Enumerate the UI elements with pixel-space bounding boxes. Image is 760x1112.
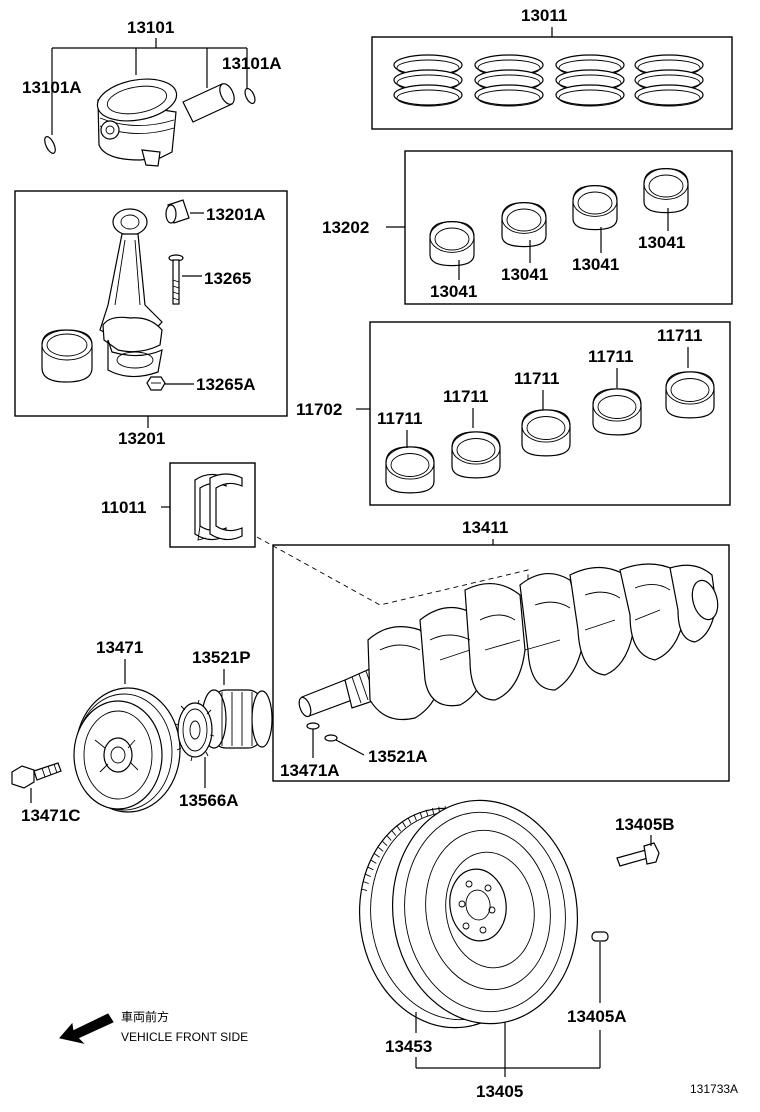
label-oil-pump-gear[interactable]: 13521P <box>192 648 251 667</box>
direction-english: VEHICLE FRONT SIDE <box>121 1030 248 1044</box>
label-main-bearing-1[interactable]: 11711 <box>377 409 422 428</box>
label-piston-set[interactable]: 13101 <box>127 18 174 37</box>
label-rod-bearing-1[interactable]: 13041 <box>430 282 477 301</box>
pulley-bolt[interactable] <box>11 762 62 789</box>
rod-bearing-1[interactable] <box>429 220 475 267</box>
thrust-washer-box <box>169 462 256 548</box>
label-flywheel-bolt[interactable]: 13405B <box>615 815 675 834</box>
label-main-bearing-2[interactable]: 11711 <box>443 387 488 406</box>
rod-bearing-4[interactable] <box>643 167 689 214</box>
timing-gear[interactable] <box>174 699 215 762</box>
vehicle-front-indicator: 車両前方 VEHICLE FRONT SIDE <box>59 1009 248 1044</box>
ring-set-box <box>371 36 733 130</box>
main-bearing-3[interactable] <box>521 409 571 457</box>
main-bearing-1[interactable] <box>385 446 435 494</box>
crankshaft-box <box>272 544 730 782</box>
label-rod-bearing-2[interactable]: 13041 <box>501 265 548 284</box>
ring-stack-2[interactable] <box>474 54 544 107</box>
oil-pump-drive-gear[interactable] <box>201 689 273 749</box>
figure-id: 131733A <box>690 1082 738 1096</box>
rod-bearings <box>429 167 689 267</box>
gears-group: 13521P 13566A <box>174 648 273 810</box>
crankshaft-group: 13411 13471A 13521A <box>256 518 730 782</box>
label-snap-ring-right[interactable]: 13101A <box>222 54 282 73</box>
label-flywheel-pin[interactable]: 13405A <box>567 1007 627 1026</box>
flywheel[interactable] <box>378 788 591 1035</box>
label-rod-nut[interactable]: 13265A <box>196 375 256 394</box>
flywheel-pin[interactable] <box>591 931 609 942</box>
conrod-bolt[interactable] <box>168 254 184 305</box>
label-snap-ring-left[interactable]: 13101A <box>22 78 82 97</box>
key-13521a[interactable] <box>324 734 338 742</box>
rod-bearing-set-group: 13202 13041 13041 13041 13041 <box>322 150 733 305</box>
label-main-bearing-4[interactable]: 11711 <box>588 347 633 366</box>
label-ring-gear[interactable]: 13453 <box>385 1037 432 1056</box>
label-rod-bearing-4[interactable]: 13041 <box>638 233 685 252</box>
ring-stack[interactable] <box>393 54 704 107</box>
snap-ring-left[interactable] <box>43 135 58 155</box>
piston-group: 13101 13101A 13101A <box>22 18 282 167</box>
label-rod-bearing-set[interactable]: 13202 <box>322 218 369 237</box>
main-bearing-5[interactable] <box>665 371 715 419</box>
conrod-box <box>14 190 288 417</box>
piston-pin[interactable] <box>182 81 237 123</box>
label-pulley-bolt[interactable]: 13471C <box>21 806 81 825</box>
label-bushing[interactable]: 13201A <box>206 205 266 224</box>
label-ring-set[interactable]: 13011 <box>521 6 567 25</box>
direction-japanese: 車両前方 <box>121 1009 169 1024</box>
label-pulley[interactable]: 13471 <box>96 638 143 657</box>
rod-bearing-2[interactable] <box>501 201 547 248</box>
thrust-washer-group: 11011 <box>101 462 256 548</box>
ring-stack-4[interactable] <box>634 54 704 107</box>
ring-stack-3[interactable] <box>555 54 625 107</box>
label-key-a[interactable]: 13471A <box>280 761 340 780</box>
label-main-bearing-set[interactable]: 11702 <box>296 400 342 419</box>
label-flywheel[interactable]: 13405 <box>476 1082 523 1101</box>
main-bearing-2[interactable] <box>451 431 501 479</box>
rod-bearing-shell[interactable] <box>41 329 93 383</box>
label-thrust-washer[interactable]: 11011 <box>101 498 146 517</box>
label-timing-gear[interactable]: 13566A <box>179 791 239 810</box>
main-bearing-set-box <box>369 321 731 506</box>
pulley-group: 13471 13471C <box>11 638 181 825</box>
connecting-rod[interactable] <box>99 208 163 378</box>
snap-ring-right[interactable] <box>243 87 257 105</box>
conrod-nut[interactable] <box>146 376 166 391</box>
ring-stack-1[interactable] <box>393 54 463 107</box>
label-main-bearing-3[interactable]: 11711 <box>514 369 559 388</box>
flywheel-group: 13405B 13405A 13453 13405 <box>358 788 675 1101</box>
piston[interactable] <box>94 73 180 167</box>
rod-bearing-3[interactable] <box>572 184 618 231</box>
main-bearing-set-group: 11702 11711 11711 11711 11711 11711 <box>296 321 731 506</box>
front-arrow-icon <box>59 1013 114 1044</box>
crank-pulley[interactable] <box>73 687 181 813</box>
main-bearings <box>385 371 715 494</box>
label-key-b[interactable]: 13521A <box>368 747 428 766</box>
label-rod-bolt[interactable]: 13265 <box>204 269 251 288</box>
conrod-bushing[interactable] <box>165 199 190 224</box>
crankshaft[interactable] <box>297 563 722 721</box>
flywheel-bolt[interactable] <box>616 842 660 867</box>
label-rod-bearing-3[interactable]: 13041 <box>572 255 619 274</box>
main-bearing-4[interactable] <box>592 388 642 436</box>
key-13471a[interactable] <box>306 722 320 730</box>
label-crankshaft[interactable]: 13411 <box>462 518 508 537</box>
conrod-group: 13201A 13265 13265A 13201 <box>14 190 288 448</box>
thrust-washer[interactable] <box>194 473 243 541</box>
label-main-bearing-5[interactable]: 11711 <box>657 326 702 345</box>
ring-set-group: 13011 <box>371 6 733 130</box>
label-conrod[interactable]: 13201 <box>118 429 165 448</box>
rod-bearing-set-box <box>404 150 733 305</box>
